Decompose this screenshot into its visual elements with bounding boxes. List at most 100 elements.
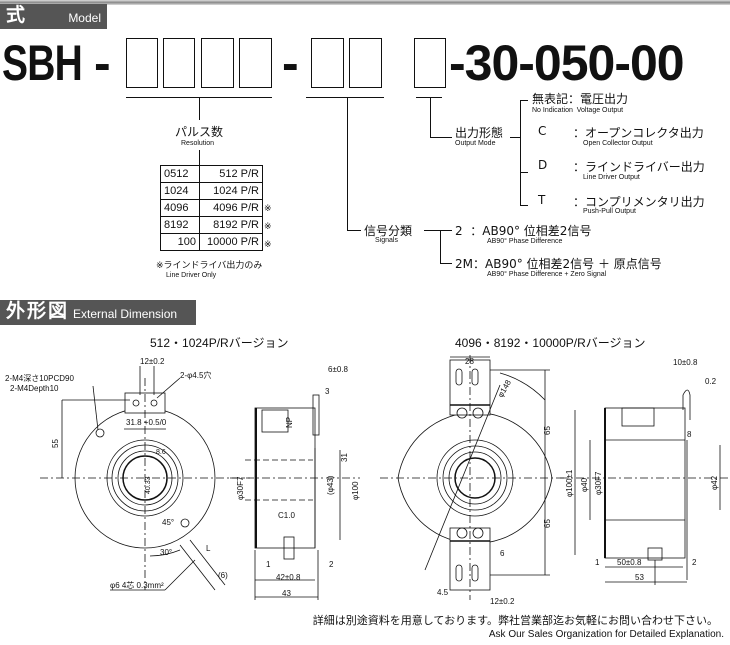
dim-label: 10±0.8 — [673, 358, 698, 367]
left-front-view — [40, 366, 250, 591]
dim-label: 2 — [329, 560, 334, 569]
signal-text-jp: ：AB90° 位相差2信号 — [470, 224, 592, 238]
code-box-output-mode — [414, 38, 446, 88]
left-side-view — [230, 394, 360, 600]
dim-label: φ30F7 — [594, 471, 603, 495]
output-en-d: Line Driver Output — [583, 174, 640, 181]
output-en-c: Open Collector Output — [583, 140, 653, 147]
dim-label: 0.2 — [705, 377, 717, 386]
output-tick-1 — [520, 100, 528, 101]
signal-option-2: 2 ：AB90° 位相差2信号 — [455, 222, 591, 239]
dim-label: 4.5 — [437, 588, 449, 597]
dim-label: 6±0.8 — [328, 365, 349, 374]
dim-label: 2-M4Depth10 — [10, 384, 59, 393]
dim-label: φ6 4芯 0.3mm² — [110, 580, 164, 590]
dimension-title-jp: 外形図 — [6, 300, 70, 322]
signals-bracket — [306, 97, 384, 98]
note-mark: ※ — [264, 204, 272, 214]
dim-label: 1 — [595, 558, 600, 567]
output-option-none-en: No Indication Voltage Output — [532, 107, 623, 114]
model-dash-2: - — [282, 35, 299, 91]
model-prefix: SBH — [2, 35, 83, 91]
dim-label: 55 — [51, 439, 60, 448]
right-drawing-title: 4096・8192・10000P/Rバージョン — [455, 336, 646, 350]
output-options-bracket — [520, 100, 521, 205]
signals-options-link — [424, 230, 452, 231]
output-text-d: ：ラインドライバー出力 — [573, 160, 705, 174]
dim-label: L — [206, 544, 211, 553]
dim-label: 40.33 — [145, 476, 152, 494]
code-box-resolution-3 — [201, 38, 234, 88]
footer-note-jp: 詳細は別途資料を用意しております。弊社営業部迄お気軽にお問い合わせ下さい。 — [312, 614, 718, 627]
code-box-resolution-2 — [163, 38, 195, 88]
output-en-t: Push-Pull Output — [583, 208, 636, 215]
signals-options-bracket — [440, 230, 441, 263]
output-bracket-stem — [430, 97, 431, 137]
dim-label: 28 — [465, 357, 474, 366]
dim-label: 45° — [162, 518, 174, 527]
output-bracket-foot — [430, 137, 452, 138]
model-dash-1: - — [94, 35, 111, 91]
res-value: 1024 P/R — [199, 182, 263, 200]
output-option-none: 無表記：電圧出力 — [532, 90, 628, 107]
dim-label: φ42 — [710, 475, 719, 490]
dim-label: 2 — [692, 558, 697, 567]
dim-label: 8 — [687, 430, 692, 439]
code-box-resolution-1 — [126, 38, 158, 88]
output-code-t: T — [538, 193, 546, 207]
dim-label: (6) — [218, 571, 228, 580]
dim-label: 3 — [325, 387, 330, 396]
model-suffix: -30-050-00 — [449, 35, 685, 91]
code-box-signals-1 — [311, 38, 344, 88]
resolution-label-en: Resolution — [181, 140, 215, 147]
dim-label: 12±0.2 — [490, 597, 515, 606]
dim-label: 8.6 — [156, 449, 166, 456]
right-front-view — [380, 355, 565, 600]
output-tick-4 — [520, 205, 528, 206]
dim-label: 31 — [340, 453, 349, 462]
resolution-footnote-en: Line Driver Only — [166, 272, 217, 279]
dim-label: φ100±1 — [565, 469, 574, 497]
model-title-jp: 型 式 — [6, 4, 28, 26]
signals-label-en: Signals — [375, 237, 398, 244]
signals-bracket-stem — [347, 97, 348, 230]
output-code-en: No Indication — [532, 107, 573, 114]
signal-option-2-en: AB90° Phase Difference — [487, 238, 563, 245]
signal-option-2m: 2M：AB90° 位相差2信号 ＋ 原点信号 — [455, 255, 662, 272]
top-rule — [0, 0, 730, 5]
output-code-c: C — [538, 124, 547, 138]
dim-label: 6 — [500, 549, 505, 558]
output-code: 無表記 — [532, 92, 569, 106]
dim-label: 31.8 +0.5/0 — [126, 418, 167, 427]
model-title-en: Model — [68, 11, 101, 25]
right-side-view — [560, 389, 730, 585]
dimension-title-en: External Dimension — [73, 307, 178, 321]
dim-label: 2-M4深さ10PCD90 — [5, 374, 74, 383]
dim-label: 12±0.2 — [140, 357, 165, 366]
dim-label: 1 — [266, 560, 271, 569]
left-drawing-title: 512・1024P/Rバージョン — [150, 336, 288, 350]
code-box-signals-2 — [349, 38, 382, 88]
dim-label: 65 — [543, 519, 552, 528]
signals-bracket-foot — [347, 230, 361, 231]
output-label-en: Output Mode — [455, 140, 496, 147]
signal-code: 2 — [455, 224, 463, 238]
footer-note-en: Ask Our Sales Organization for Detailed … — [488, 629, 724, 640]
dim-label: C1.0 — [278, 511, 295, 520]
output-options-link — [510, 137, 520, 138]
signal-code: 2M — [455, 257, 473, 271]
res-code: 0512 — [160, 165, 200, 183]
dim-label: 43 — [282, 589, 291, 598]
output-tick-3 — [520, 172, 528, 173]
dim-label: 53 — [635, 573, 644, 582]
signals-label-jp: 信号分類 — [364, 224, 413, 238]
output-label-jp: 出力形態 — [455, 126, 504, 140]
signal-text-jp: ：AB90° 位相差2信号 ＋ 原点信号 — [473, 257, 662, 271]
dim-label: 2-φ4.5穴 — [180, 370, 211, 380]
output-text-jp: ：電圧出力 — [568, 92, 629, 106]
dim-label: 30° — [160, 548, 172, 557]
signals-options-tick — [440, 263, 452, 264]
